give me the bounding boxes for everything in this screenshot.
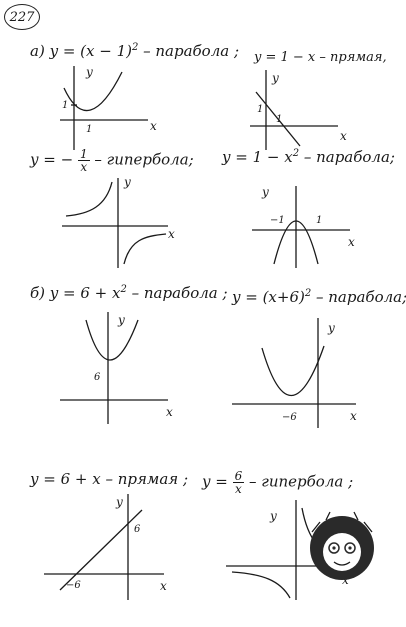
- tick-label: 1: [276, 114, 282, 125]
- eq-text: y = 6 + x: [49, 284, 121, 302]
- eq-text: y = (x − 1): [49, 42, 132, 60]
- hyperbola-branch-left: [231, 571, 291, 599]
- graph-line-1-minus-x: y x 1 1: [250, 70, 347, 150]
- eq-text: y = (x+6): [232, 288, 305, 306]
- tick-label: 6: [134, 524, 141, 535]
- x-axis-label: x: [340, 129, 347, 143]
- numerator: 6: [232, 469, 245, 483]
- line-graph: [255, 91, 301, 147]
- parabola-curve: [63, 71, 123, 112]
- part-b-label: б): [30, 284, 46, 302]
- graph-parabola-up-six: y x 6: [60, 312, 173, 424]
- y-axis-label: y: [85, 65, 93, 79]
- x-axis-label: x: [150, 119, 157, 133]
- y-axis-label: y: [269, 509, 277, 523]
- line-graph: [59, 509, 143, 591]
- tick-label: −1: [270, 215, 285, 226]
- eq-text: – парабола;: [311, 288, 406, 306]
- eq-text: – парабола ;: [138, 42, 240, 60]
- part-a-label: а): [30, 42, 45, 60]
- parabola-curve: [273, 220, 319, 265]
- x-axis-label: x: [166, 405, 173, 419]
- denominator: x: [235, 482, 242, 496]
- eq-text: y = 1 − x: [222, 148, 293, 166]
- x-axis-label: x: [342, 573, 349, 587]
- y-axis-label: y: [115, 495, 123, 509]
- tick-label: 1: [86, 124, 92, 135]
- part-b-eq3: y = 6 + x – прямая ;: [30, 470, 188, 488]
- part-b-eq2: y = (x+6)2 – парабола;: [232, 288, 406, 306]
- tick-label: 6: [94, 372, 101, 383]
- part-b-eq1: б) y = 6 + x2 – парабола ;: [30, 284, 228, 302]
- hyperbola-branch-left: [65, 181, 113, 217]
- eq-text: y = 1 − x – прямая,: [254, 50, 387, 65]
- parabola-curve: [261, 345, 325, 396]
- eq-text: y =: [202, 472, 228, 491]
- numerator: 1: [77, 147, 90, 161]
- tick-label: −6: [282, 412, 297, 423]
- eq-text: – парабола ;: [126, 284, 228, 302]
- y-axis-label: y: [327, 321, 335, 335]
- mascot-logo: [310, 511, 374, 580]
- part-a-eq1: а) y = (x − 1)2 – парабола ;: [30, 42, 239, 60]
- graph-parabola-shifted-left: y x −6: [232, 318, 357, 428]
- eq-text: – парабола;: [299, 148, 395, 166]
- denominator: x: [80, 160, 88, 174]
- eq-text: y = −: [30, 150, 74, 169]
- eq-text: – гипербола ;: [244, 472, 354, 491]
- parabola-curve: [85, 319, 139, 361]
- graph-hyperbola-negative: y x: [62, 175, 175, 268]
- eq-exponent: 2: [131, 42, 139, 53]
- x-axis-label: x: [160, 579, 167, 593]
- graph-parabola-shifted: y x 1 1: [60, 65, 157, 150]
- eq-exponent: 2: [292, 148, 300, 159]
- x-axis-label: x: [350, 409, 357, 423]
- y-axis-label: y: [271, 71, 279, 85]
- x-axis-label: x: [348, 235, 355, 249]
- eq-exponent: 2: [304, 288, 312, 299]
- y-axis-label: y: [261, 185, 269, 199]
- tick-label: 1: [257, 104, 263, 115]
- y-axis-label: y: [123, 175, 131, 189]
- hyperbola-branch-right: [123, 233, 167, 265]
- eq-text: – гипербола;: [89, 150, 194, 169]
- x-axis-label: x: [168, 227, 175, 241]
- tick-label: 1: [62, 100, 68, 111]
- problem-number: 227: [4, 4, 40, 30]
- eq-exponent: 2: [120, 284, 127, 295]
- part-a-eq4: y = 1 − x2 – парабола;: [222, 148, 395, 166]
- part-a-eq2: y = 1 − x – прямая,: [254, 50, 387, 65]
- y-axis-label: y: [117, 313, 125, 327]
- eq-text: y = 6 + x – прямая ;: [30, 470, 189, 488]
- tick-label: −6: [66, 580, 81, 591]
- graph-parabola-downward: y x −1 1: [252, 185, 355, 268]
- graph-line-six-plus-x: y x 6 −6: [44, 494, 167, 600]
- tick-label: 1: [316, 215, 322, 226]
